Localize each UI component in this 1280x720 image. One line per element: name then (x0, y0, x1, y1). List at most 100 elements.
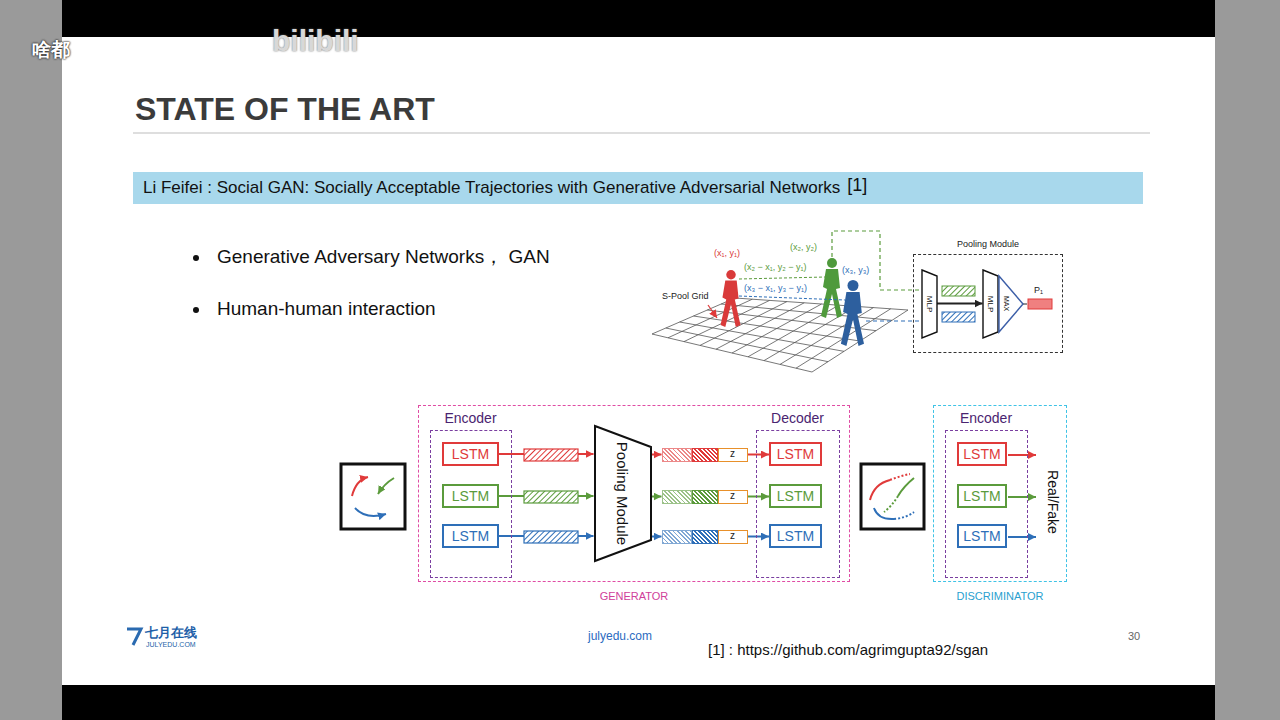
node-label: MAX (1003, 296, 1010, 311)
pooled-vector (1028, 299, 1052, 309)
annotation: S-Pool Grid (662, 292, 709, 302)
flow-arrow (937, 303, 983, 305)
footer-text: julyedu.com (588, 630, 652, 643)
hidden-segment (692, 448, 718, 462)
slide-title: STATE OF THE ART (135, 92, 435, 127)
group-heading: Encoder (926, 410, 1047, 426)
mlp-outline (983, 270, 998, 338)
group-heading: Pooling Module (894, 239, 1082, 249)
annotation: Real/Fake (1044, 470, 1059, 534)
letterbox-bar (62, 0, 1215, 37)
grid-line (694, 316, 861, 341)
max-output-line (1023, 304, 1027, 305)
lstm-cell: LSTM (442, 442, 499, 466)
node-label: LSTM (777, 446, 814, 462)
bullet (193, 307, 199, 313)
hidden-segment (692, 490, 718, 504)
lstm-cell: LSTM (769, 442, 822, 466)
mlp-block: MLP (922, 270, 937, 338)
hidden-state-vector (524, 531, 578, 543)
pooled-segment (662, 490, 692, 504)
trajectory-curve (884, 496, 898, 512)
relative-offset-line (739, 296, 845, 300)
group-heading: GENERATOR (399, 590, 869, 603)
node-label: LSTM (963, 446, 1000, 462)
flow-arrow (652, 536, 662, 538)
trajectory-curve (378, 478, 394, 494)
annotation: (x₃, y₃) (842, 266, 869, 276)
pedestrian-head (827, 258, 837, 268)
node-label: LSTM (452, 446, 489, 462)
trajectory-curve (874, 508, 894, 519)
flow-arrow (748, 496, 770, 498)
lstm-cell: LSTM (957, 524, 1007, 548)
node-label: LSTM (777, 528, 814, 544)
pooled-segment (662, 530, 692, 544)
pedestrian-head (848, 280, 859, 291)
hidden-state-vector (524, 449, 578, 461)
flow-arrow (748, 536, 770, 538)
flow-arrow (652, 496, 662, 498)
watermark: bilibili (272, 24, 359, 57)
max-outline (999, 276, 1023, 332)
trap-outline (595, 426, 651, 561)
footer-text: 30 (1128, 630, 1140, 642)
mlp-block: MLP (983, 270, 998, 338)
paper-banner: Li Feifei : Social GAN: Socially Accepta… (133, 172, 1143, 204)
watermark: 啥都 (32, 40, 70, 61)
pooling-module: Pooling Module (594, 425, 652, 562)
annotation: (x₂ − x₁, y₂ − y₁) (744, 263, 807, 273)
node-label: LSTM (452, 488, 489, 504)
flow-arrow (748, 454, 770, 456)
node-label: Li Feifei : Social GAN: Socially Accepta… (143, 178, 840, 198)
dashed-group-box: GENERATOREncoderLSTMLSTMLSTMPooling Modu… (418, 405, 850, 582)
node-label: z (718, 530, 748, 544)
title-rule (133, 133, 1150, 134)
footer-text: 七月在线 (145, 626, 197, 640)
annotation: (x₁, y₁) (714, 249, 740, 259)
noise-concat-vector: z (662, 530, 748, 544)
node-label: z (718, 490, 748, 504)
lstm-cell: LSTM (442, 524, 499, 548)
hidden-state-vector (524, 491, 578, 503)
node-label: LSTM (452, 528, 489, 544)
lstm-cell: LSTM (769, 484, 822, 508)
trajectory-curve (355, 508, 386, 516)
score-arrow (1008, 454, 1036, 456)
node-label: z (718, 448, 748, 462)
trajectory-curve (894, 512, 914, 519)
trajectory-curve (870, 480, 890, 500)
annotation: (x₃ − x₁, y₃ − y₁) (744, 284, 807, 294)
embedding-vector (942, 312, 975, 322)
lstm-cell: LSTM (769, 524, 822, 548)
grid-line (680, 322, 844, 351)
lstm-cell: LSTM (957, 442, 1007, 466)
grid-line (652, 334, 812, 372)
output-trajectories (861, 464, 924, 529)
score-arrow (1008, 536, 1036, 538)
node-label: [1] (847, 175, 867, 196)
trajectory-curve (898, 478, 914, 496)
slide (62, 37, 1215, 685)
dashed-group-box: EncoderLSTMLSTMLSTM (945, 430, 1028, 578)
annotation: Generative Adversary Networks， GAN (217, 247, 550, 268)
pedestrian-head (726, 270, 736, 280)
logo-mark (127, 629, 141, 645)
letterbox-bar (62, 685, 1215, 720)
hidden-segment (692, 530, 718, 544)
node-label: MLP (925, 295, 933, 311)
noise-concat-vector: z (662, 490, 748, 504)
annotation: Human-human interaction (217, 299, 436, 320)
annotation: P₁ (1034, 286, 1043, 296)
dashed-group-box: DecoderLSTMLSTMLSTM (756, 430, 840, 578)
leader-line (708, 305, 717, 318)
embedding-vector (942, 286, 975, 296)
trajectory-curve (352, 477, 368, 496)
dashed-group-box: Pooling ModuleMLPMLPMAX (913, 254, 1063, 353)
pedestrian-body (721, 280, 741, 327)
node-label: MLP (986, 295, 994, 311)
footer-text: [1] : https://github.com/agrimgupta92/sg… (708, 642, 988, 659)
score-arrow (1008, 496, 1036, 498)
node-label: LSTM (777, 488, 814, 504)
